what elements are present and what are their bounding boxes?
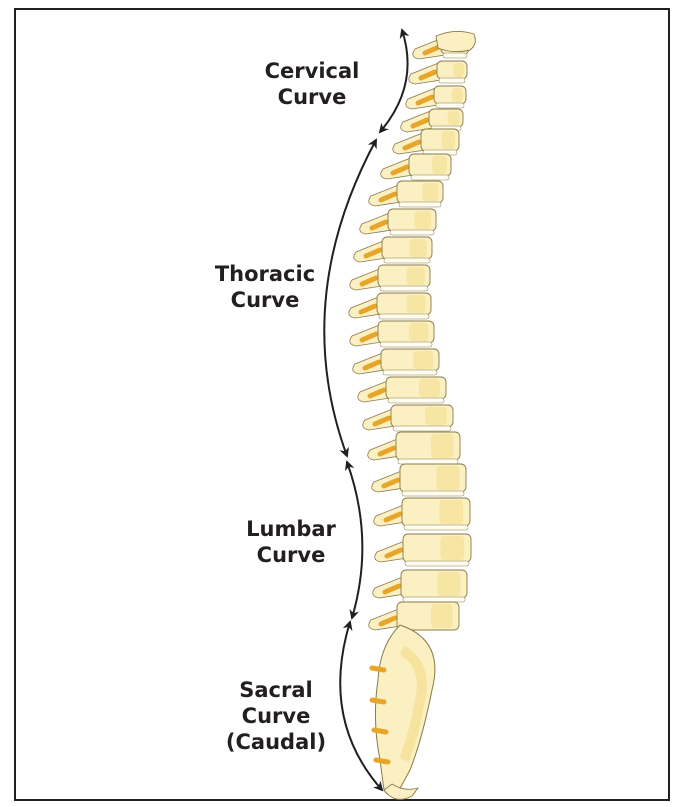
ligament-mark [376,760,388,762]
thoracic-label-line2: Curve [200,287,330,313]
ligament-mark [374,730,386,732]
intervertebral-disc [398,459,458,464]
ligament-mark [372,700,384,702]
intervertebral-disc [379,314,429,319]
vertebra-shading [413,351,433,369]
vertebra-shading [409,323,429,341]
sacral-label-line3: (Caudal) [221,729,331,755]
cervical-label-line2: Curve [252,84,372,110]
vertebra-shading [431,604,453,628]
intervertebral-disc [393,426,451,431]
vertebra-shading [407,295,426,313]
vertebra-shading [436,466,459,490]
vertebra-shading [419,379,440,397]
spine-illustration [349,31,476,799]
thoracic-curve-label: Thoracic Curve [200,261,330,313]
intervertebral-disc [380,286,428,291]
intervertebral-disc [443,53,467,58]
thoracic-label-line1: Thoracic [200,261,330,287]
sacral-label-line2: Curve [221,703,331,729]
vertebra-shading [452,88,463,102]
intervertebral-disc [436,103,464,108]
vertebra-shading [439,500,463,524]
lumbar-label-line1: Lumbar [236,516,346,542]
vertebra-shading [448,111,460,125]
vertebra-shading [440,536,464,560]
lumbar-curve-label: Lumbar Curve [236,516,346,568]
intervertebral-disc [411,175,449,180]
atlas-vertebra [436,31,475,51]
vertebra-shading [437,572,460,596]
ligament-mark [372,668,384,670]
vertebra-shading [410,239,428,257]
intervertebral-disc [404,525,468,530]
intervertebral-disc [384,258,430,263]
intervertebral-disc [402,491,464,496]
lumbar-curve-arrow [347,462,362,618]
intervertebral-disc [399,202,441,207]
intervertebral-disc [390,230,434,235]
vertebra-shading [425,407,447,425]
vertebra-shading [432,156,447,174]
sacral-curve-label: Sacral Curve (Caudal) [221,677,331,755]
vertebra-shading [407,267,425,285]
cervical-label-line1: Cervical [252,58,372,84]
intervertebral-disc [380,342,432,347]
thoracic-curve-arrow [324,140,376,456]
intervertebral-disc [403,597,465,602]
cervical-curve-arrow [380,30,408,132]
intervertebral-disc [388,398,444,403]
vertebra-shading [442,131,455,149]
vertebra-shading [431,434,453,458]
lumbar-label-line2: Curve [236,542,346,568]
vertebra-shading [414,211,431,229]
vertebra-shading [422,183,438,201]
sacral-label-line1: Sacral [221,677,331,703]
intervertebral-disc [439,78,465,83]
intervertebral-disc [383,370,437,375]
vertebra-shading [454,63,465,77]
cervical-curve-label: Cervical Curve [252,58,372,110]
intervertebral-disc [405,561,469,566]
